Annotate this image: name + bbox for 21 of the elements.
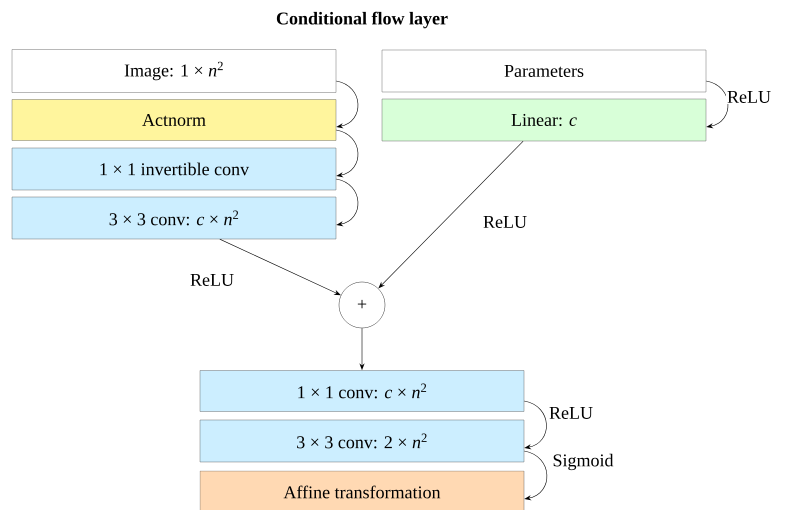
arrow xyxy=(336,130,358,178)
edge-label: Sigmoid xyxy=(552,452,614,472)
layer-box: Actnorm xyxy=(12,99,336,141)
arrow xyxy=(524,400,547,450)
edge-label: ReLU xyxy=(726,90,772,104)
layer-box: Linear: c xyxy=(382,98,706,142)
layer-box: 1 × 1 invertible conv xyxy=(12,148,336,190)
layer-box: 3 × 3 conv: 2 × n$^{2}$ xyxy=(200,420,524,462)
title: Conditional flow layer xyxy=(276,12,448,28)
layer-box: Image: 1 × n$^{2}$ xyxy=(12,49,336,93)
arrow xyxy=(336,178,358,226)
edge-label: ReLU xyxy=(189,273,235,287)
layer-box: Affine transformation xyxy=(200,470,524,510)
edge-label: ReLU xyxy=(482,215,528,229)
layer-box: 1 × 1 conv: c × n$^{2}$ xyxy=(200,370,524,412)
edge-label: ReLU xyxy=(548,406,594,420)
arrow xyxy=(706,80,728,128)
layer-box: Parameters xyxy=(382,50,706,92)
arrow xyxy=(524,450,548,500)
arrow xyxy=(336,80,358,128)
layer-box: 3 × 3 conv: c × n$^{2}$ xyxy=(12,196,336,240)
